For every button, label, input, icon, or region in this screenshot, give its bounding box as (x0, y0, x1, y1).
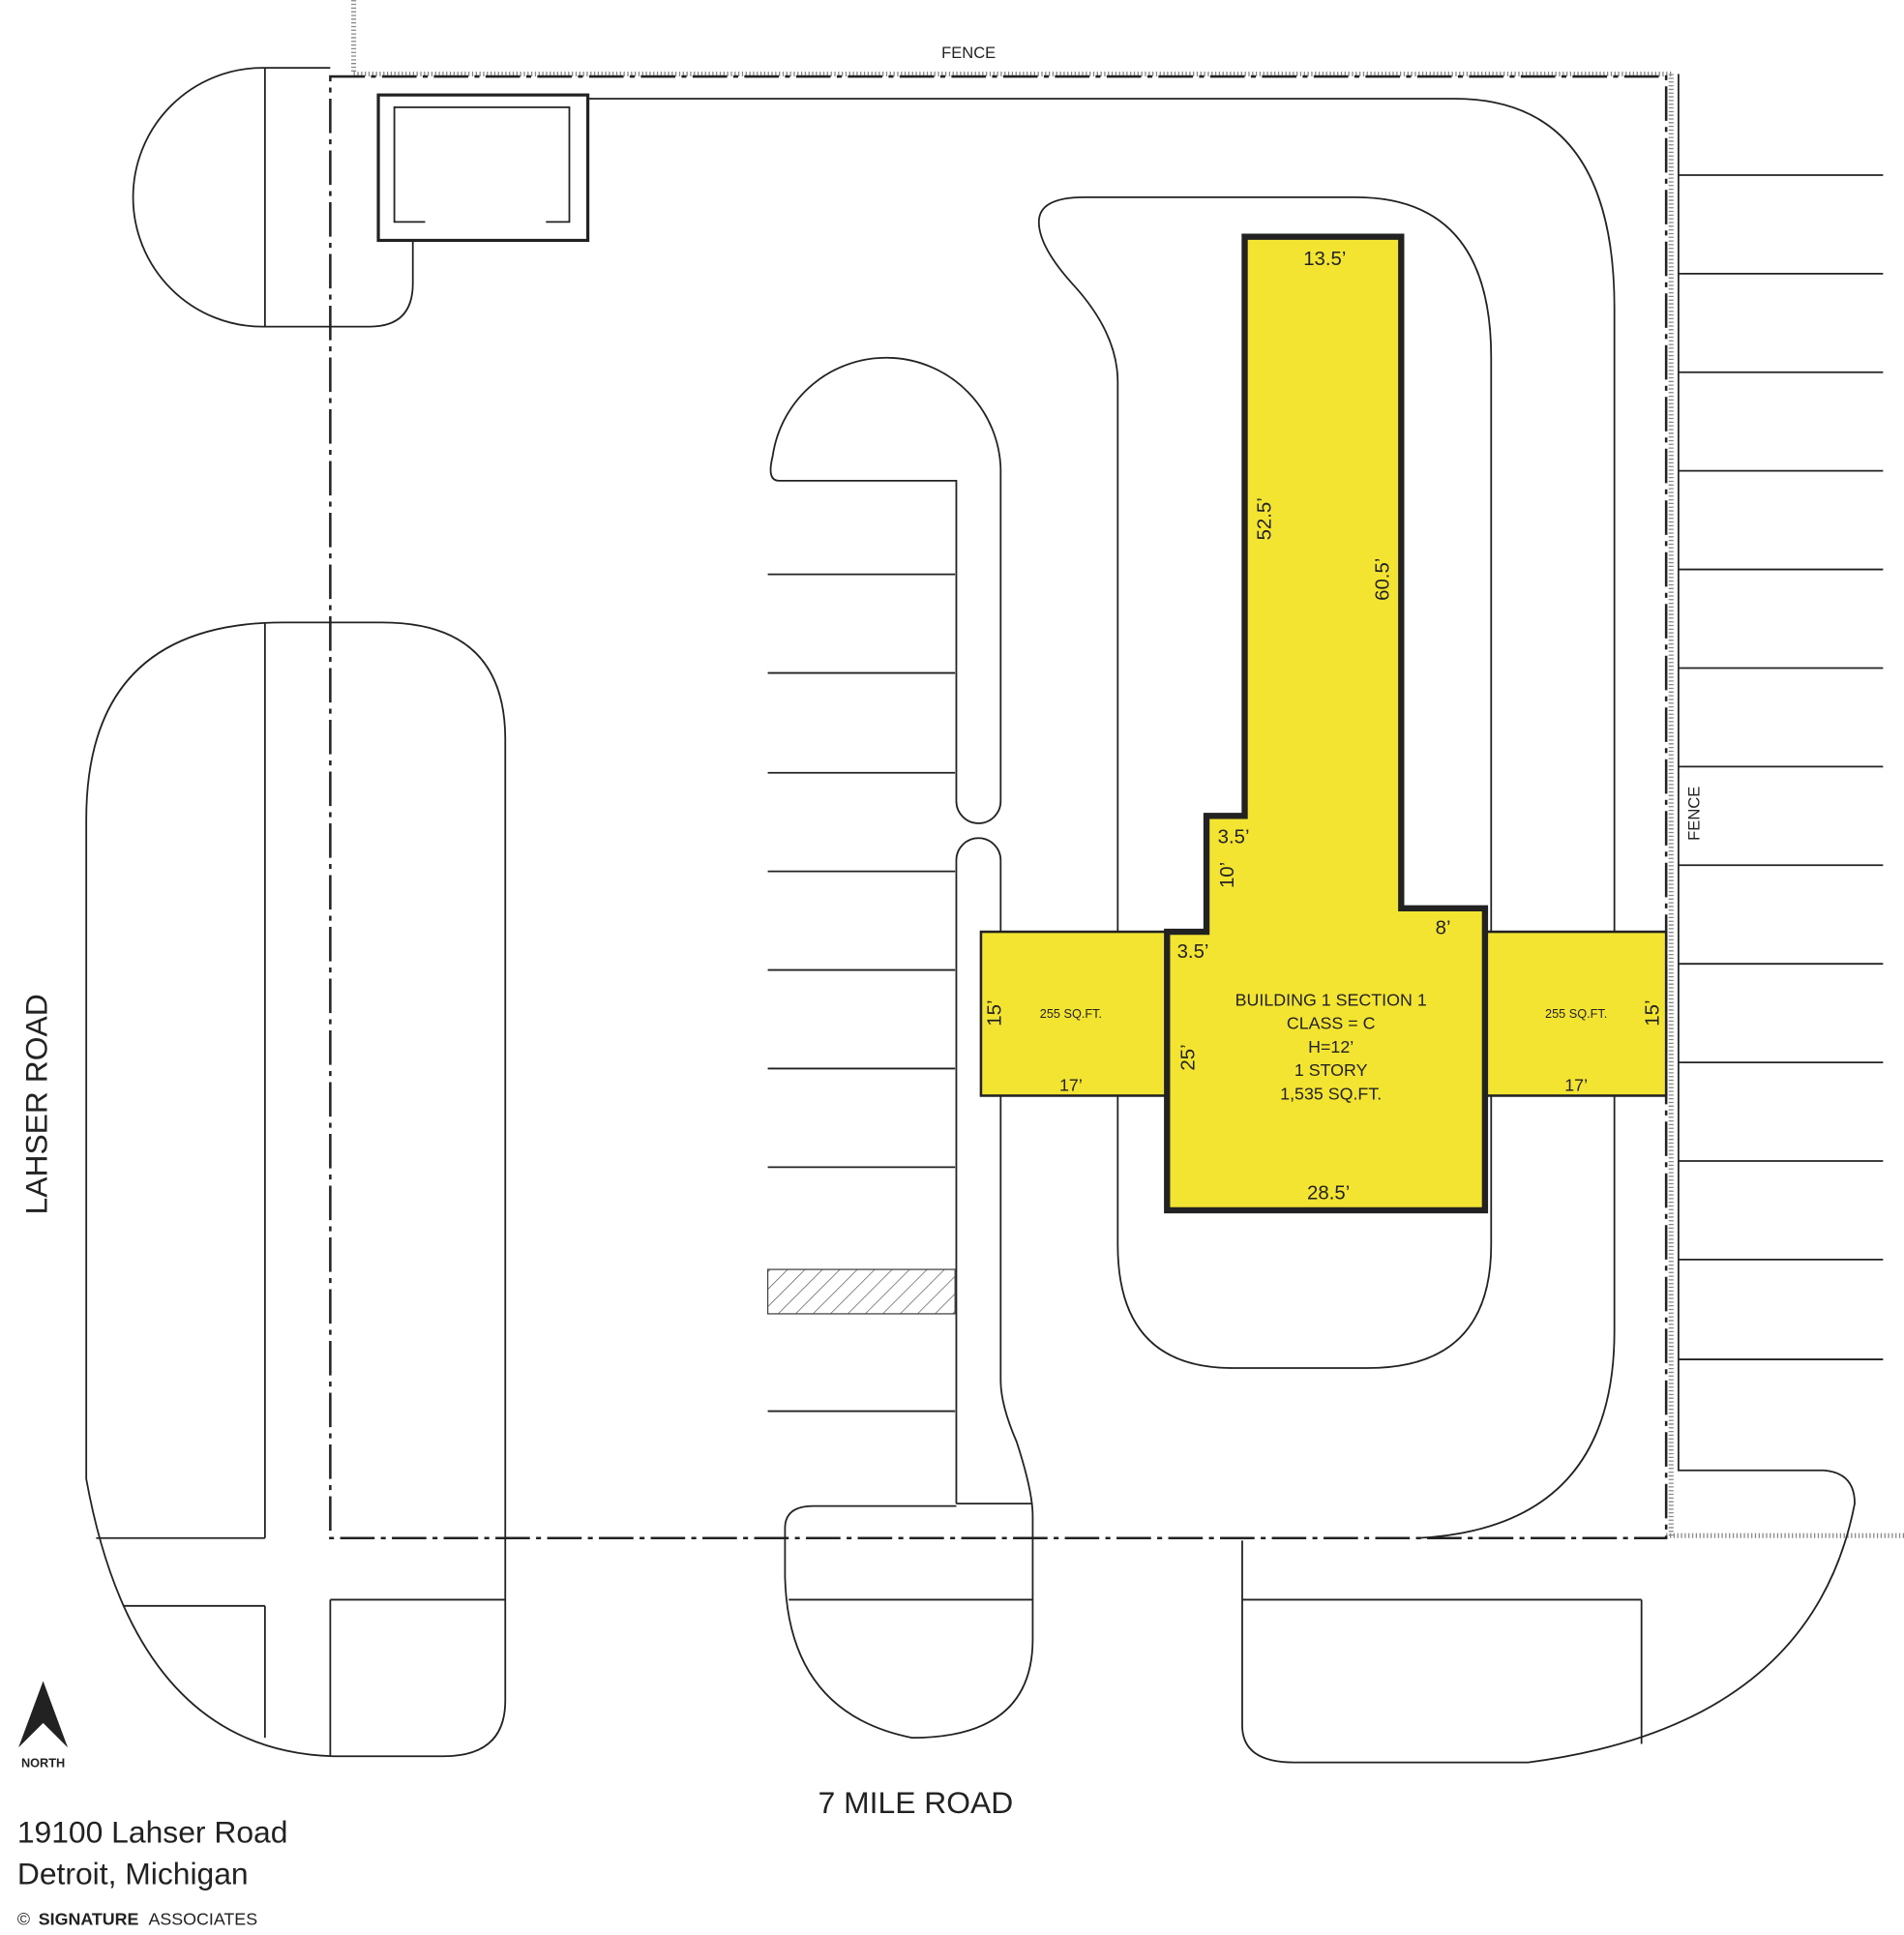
dimensions: 13.5’ 52.5’ 60.5’ 3.5’ 10’ 3.5’ 8’ 25’ 2… (984, 249, 1663, 1205)
brand-bold: SIGNATURE (39, 1910, 139, 1929)
accessible-aisle (766, 1268, 956, 1315)
island-lines (96, 622, 506, 1757)
divider-island (769, 356, 1002, 824)
dumpster-enclosure (376, 93, 590, 243)
road-label-south: 7 MILE ROAD (818, 1785, 1014, 1820)
dim-left-upper: 52.5’ (1254, 497, 1275, 540)
building-footprint (1164, 233, 1489, 1214)
wing-right-width: 17’ (1564, 1075, 1588, 1094)
drive-through-island (1037, 195, 1493, 1369)
dim-right: 60.5’ (1373, 558, 1394, 601)
copyright: © SIGNATURE ASSOCIATES (17, 1910, 257, 1929)
wing-right (1483, 930, 1668, 1097)
wing-left-width: 17’ (1059, 1075, 1083, 1094)
dim-bottom: 28.5’ (1307, 1182, 1350, 1204)
property-boundary (329, 74, 1668, 1540)
dim-left-lower: 25’ (1177, 1044, 1199, 1070)
building-stories: 1 STORY (1294, 1060, 1368, 1080)
address-line-2: Detroit, Michigan (17, 1857, 249, 1891)
building-class: CLASS = C (1287, 1014, 1376, 1033)
drive-lane-edge (588, 98, 1616, 1539)
fence-label-top: FENCE (941, 44, 996, 62)
north-arrow-icon (18, 1681, 69, 1748)
fence-label-right: FENCE (1685, 787, 1704, 841)
building-height: H=12’ (1308, 1037, 1354, 1057)
dim-right-step: 8’ (1436, 918, 1451, 939)
address-line-1: 19100 Lahser Road (17, 1814, 288, 1849)
wing-right-area: 255 SQ.FT. (1545, 1006, 1607, 1021)
wing-left-height: 15’ (984, 1000, 1005, 1027)
wing-left (979, 930, 1169, 1097)
landscape-island (85, 621, 507, 1758)
dim-step-lower: 3.5’ (1177, 941, 1209, 963)
dim-top: 13.5’ (1303, 249, 1346, 270)
wing-left-area: 255 SQ.FT. (1040, 1006, 1102, 1021)
landscape-island (1241, 74, 1856, 1764)
parking-stripes-west (767, 573, 956, 1413)
wing-right-height: 15’ (1643, 1000, 1664, 1027)
fence (351, 0, 1904, 1538)
parking-stripes-east (1678, 174, 1884, 1360)
divider-island (784, 837, 1034, 1740)
building-area: 1,535 SQ.FT. (1280, 1084, 1382, 1103)
road-label-west: LAHSER ROAD (18, 994, 53, 1214)
dim-step-side: 10’ (1217, 862, 1238, 888)
brand-light: ASSOCIATES (148, 1910, 257, 1929)
building-label: BUILDING 1 SECTION 1 (1235, 990, 1427, 1009)
copyright-symbol: © (17, 1910, 30, 1929)
north-label: NORTH (21, 1756, 65, 1771)
dim-step-top: 3.5’ (1218, 826, 1250, 848)
landscape-island (132, 67, 414, 328)
